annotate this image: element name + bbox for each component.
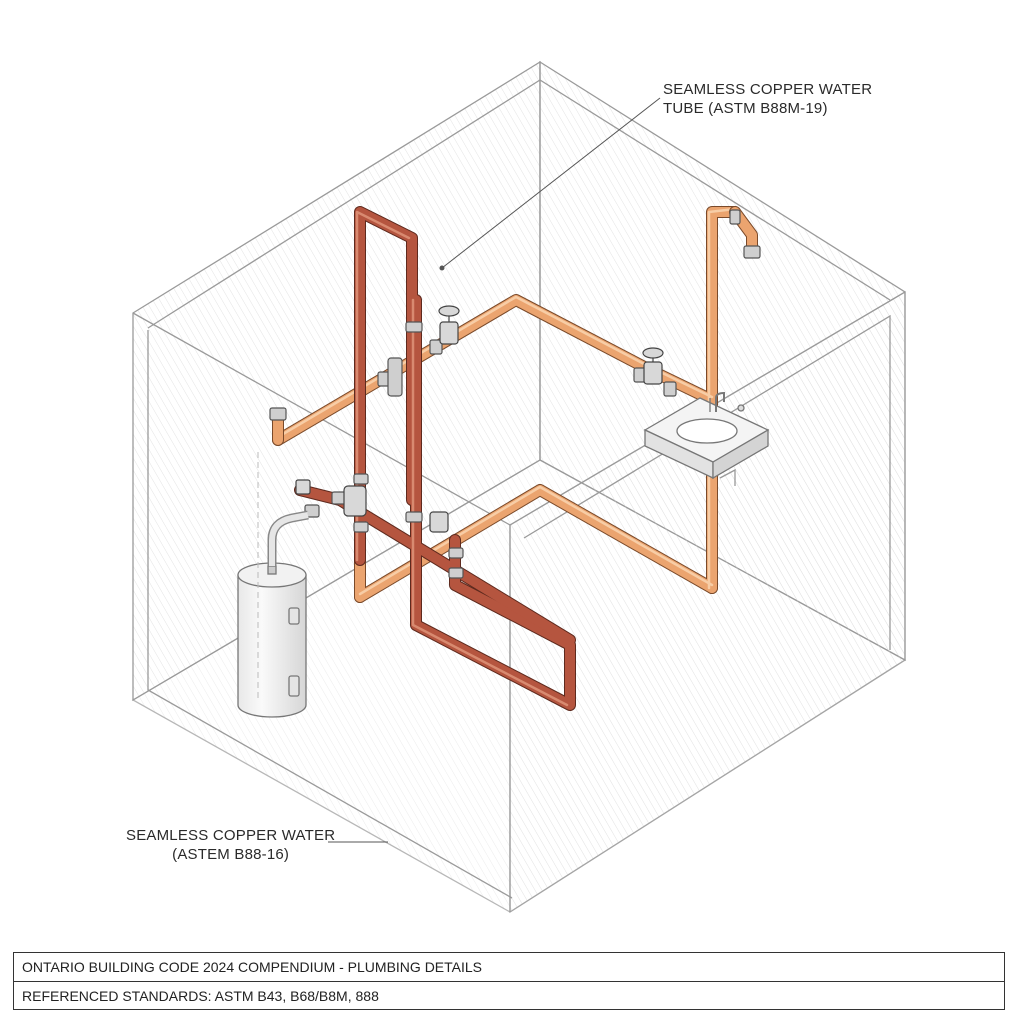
- gate-valve-heater: [295, 479, 367, 517]
- coupling: [353, 521, 369, 533]
- water-heater: [237, 452, 309, 718]
- gate-valve-upper: [438, 305, 460, 345]
- callout-top-line1: SEAMLESS COPPER WATER: [663, 81, 873, 98]
- coupling: [448, 547, 464, 559]
- coupling: [663, 381, 677, 397]
- title-block: ONTARIO BUILDING CODE 2024 COMPENDIUM - …: [13, 952, 1005, 1010]
- coupling: [429, 339, 443, 355]
- callout-bottom-line2: (ASTEM B88-16): [172, 846, 290, 863]
- callout-bottom-line1: SEAMLESS COPPER WATER: [126, 827, 336, 844]
- lavatory-sink: [643, 391, 770, 486]
- pipe-fittings: [269, 209, 761, 579]
- leader-lines: [328, 97, 661, 843]
- drawing-title: ONTARIO BUILDING CODE 2024 COMPENDIUM - …: [22, 959, 483, 975]
- referenced-standards: REFERENCED STANDARDS: ASTM B43, B68/B8M,…: [14, 981, 1004, 1010]
- coupling: [405, 511, 423, 523]
- top-leader-line: [441, 97, 661, 269]
- coupling: [448, 567, 464, 579]
- coupling: [743, 245, 761, 259]
- gate-valves: [295, 305, 664, 533]
- gate-valve-right: [642, 347, 664, 385]
- callout-copper-tube-bottom: SEAMLESS COPPER WATER (ASTEM B88-16): [126, 826, 335, 864]
- coupling: [405, 321, 423, 333]
- gate-valve-mid: [429, 511, 449, 533]
- coupling: [269, 407, 287, 421]
- coupling: [729, 209, 741, 225]
- coupling: [387, 357, 403, 397]
- callout-copper-tube-top: SEAMLESS COPPER WATER TUBE (ASTM B88M-19…: [663, 80, 872, 118]
- callout-top-line2: TUBE (ASTM B88M-19): [663, 100, 828, 117]
- coupling: [353, 473, 369, 485]
- room-box: [131, 60, 907, 914]
